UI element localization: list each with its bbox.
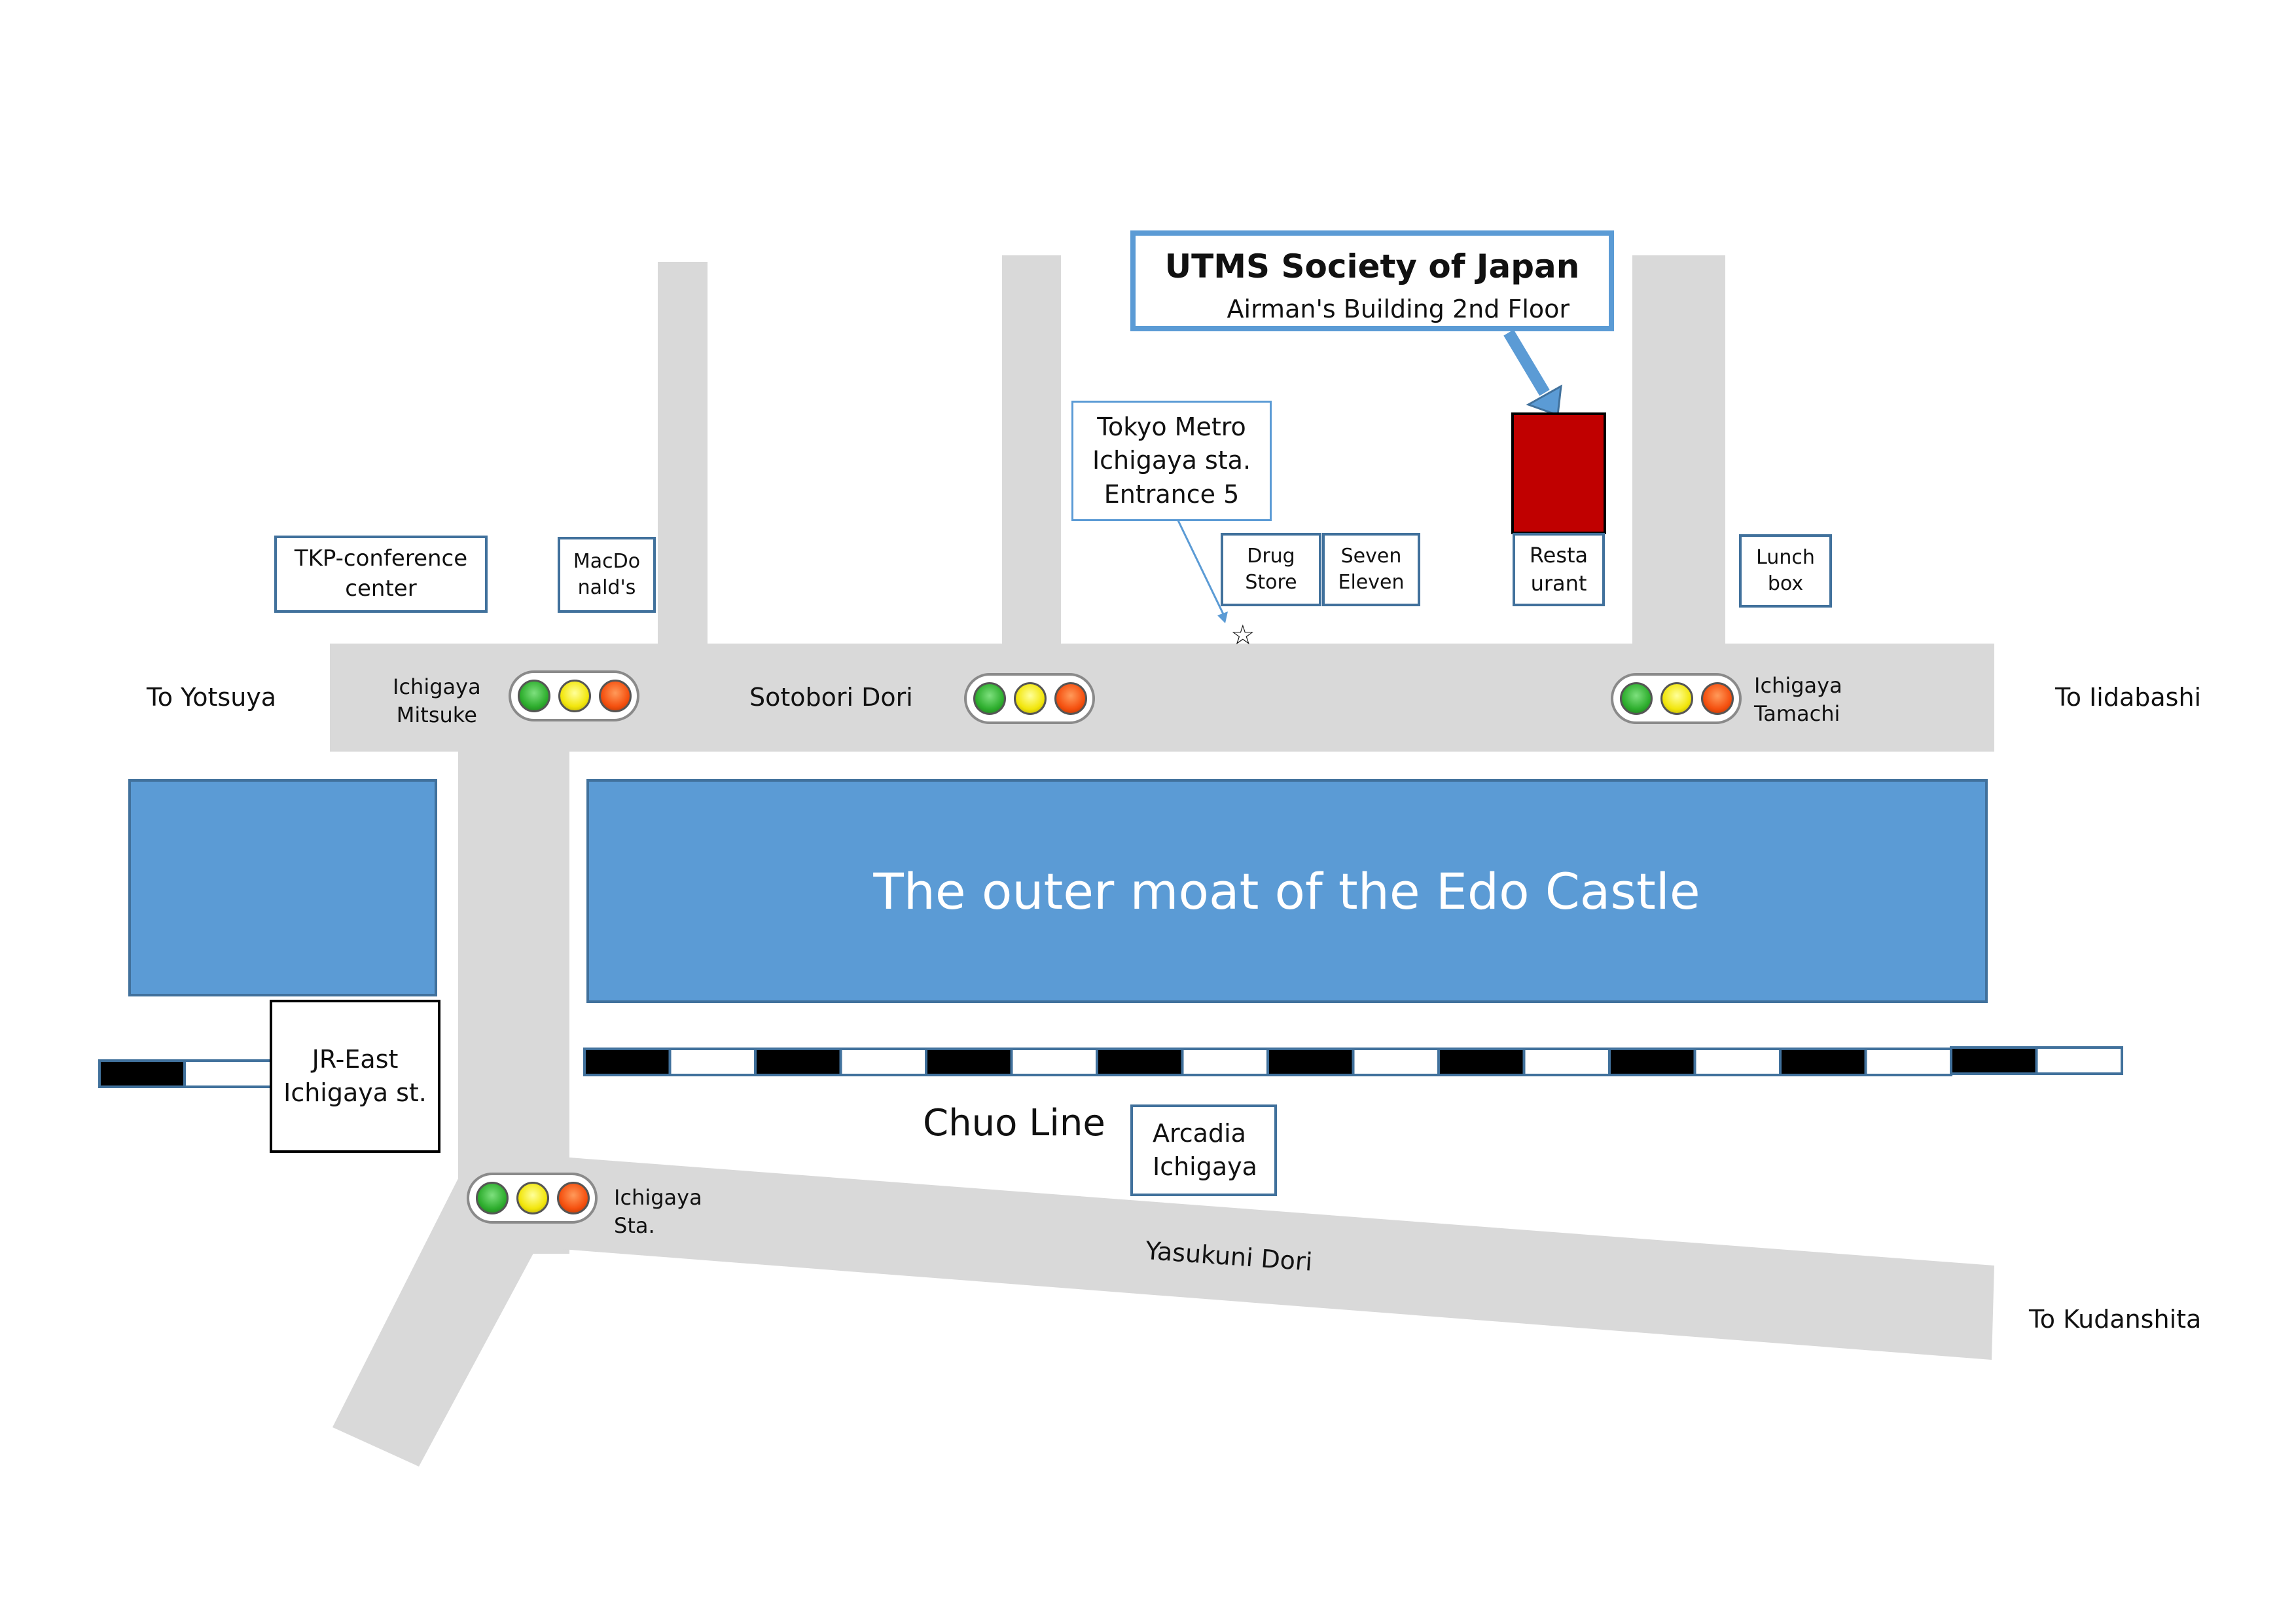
to-kudanshita-label: To Kudanshita [2029,1305,2202,1334]
track-segment [1437,1048,1526,1076]
airmans-building [1511,412,1606,534]
callout-arrow-shaft [1503,329,1550,396]
traffic-light-icon [1611,673,1742,724]
road-north-1 [658,262,708,648]
utms-callout-box: UTMS Society of Japan Airman's Building … [1130,230,1614,331]
restaurant-box: Resta urant [1513,533,1605,606]
traffic-light-icon [964,673,1095,724]
track-segment [2035,1046,2123,1075]
callout-title: UTMS Society of Japan [1164,247,1580,285]
road-north-3 [1632,255,1725,648]
track-segment [1010,1048,1098,1076]
to-yotsuya-label: To Yotsuya [147,683,277,712]
macdonalds-box: MacDo nald's [558,537,656,613]
track-segment [1950,1046,2038,1075]
track-segment [1779,1048,1867,1076]
track-segment [839,1048,927,1076]
jr-east-station-box: JR-East Ichigaya st. [270,1000,440,1153]
track-segment [1522,1048,1611,1076]
track-segment [583,1048,672,1076]
track-segment [1181,1048,1269,1076]
seven-eleven-box: Seven Eleven [1322,533,1420,606]
track-segment [1266,1048,1355,1076]
entrance-star-marker: ☆ [1230,619,1255,651]
road-southwest [332,1178,537,1467]
ichigaya-sta-label: Ichigaya Sta. [614,1185,702,1239]
track-segment [668,1048,757,1076]
ichigaya-mitsuke-label: Ichigaya Mitsuke [393,674,481,728]
to-iidabashi-label: To Iidabashi [2055,683,2202,712]
chuo-line-label: Chuo Line [923,1102,1105,1144]
chuo-line-track-west [98,1059,275,1088]
track-segment [925,1048,1013,1076]
callout-arrow-head [1526,384,1562,417]
track-segment [1693,1048,1782,1076]
metro-callout-pointer-head [1217,611,1228,623]
road-north-2 [1002,255,1061,648]
yasukuni-dori-road [458,1158,1994,1360]
moat-small [128,779,437,996]
drug-store-box: Drug Store [1221,533,1321,606]
moat-label: The outer moat of the Edo Castle [872,862,1700,921]
metro-entrance-callout: Tokyo Metro Ichigaya sta. Entrance 5 [1071,401,1272,521]
metro-callout-pointer [1177,520,1225,616]
roads [330,255,1994,1467]
traffic-light-icon [509,670,639,721]
traffic-light-icon [467,1173,598,1224]
chuo-line-track [583,1046,2123,1076]
track-segment [1096,1048,1184,1076]
track-segment [1608,1048,1696,1076]
ichigaya-tamachi-label: Ichigaya Tamachi [1754,673,1842,727]
track-segment [1352,1048,1440,1076]
track-segment [1864,1048,1952,1076]
tkp-conference-center: TKP-conference center [274,536,488,613]
sotobori-dori-label: Sotobori Dori [749,683,913,712]
track-segment [754,1048,842,1076]
arcadia-ichigaya-box: Arcadia Ichigaya [1130,1104,1277,1196]
lunch-box-box: Lunch box [1739,534,1832,608]
moat-main [586,779,1988,1003]
callout-subtitle: Airman's Building 2nd Floor [1227,295,1570,323]
